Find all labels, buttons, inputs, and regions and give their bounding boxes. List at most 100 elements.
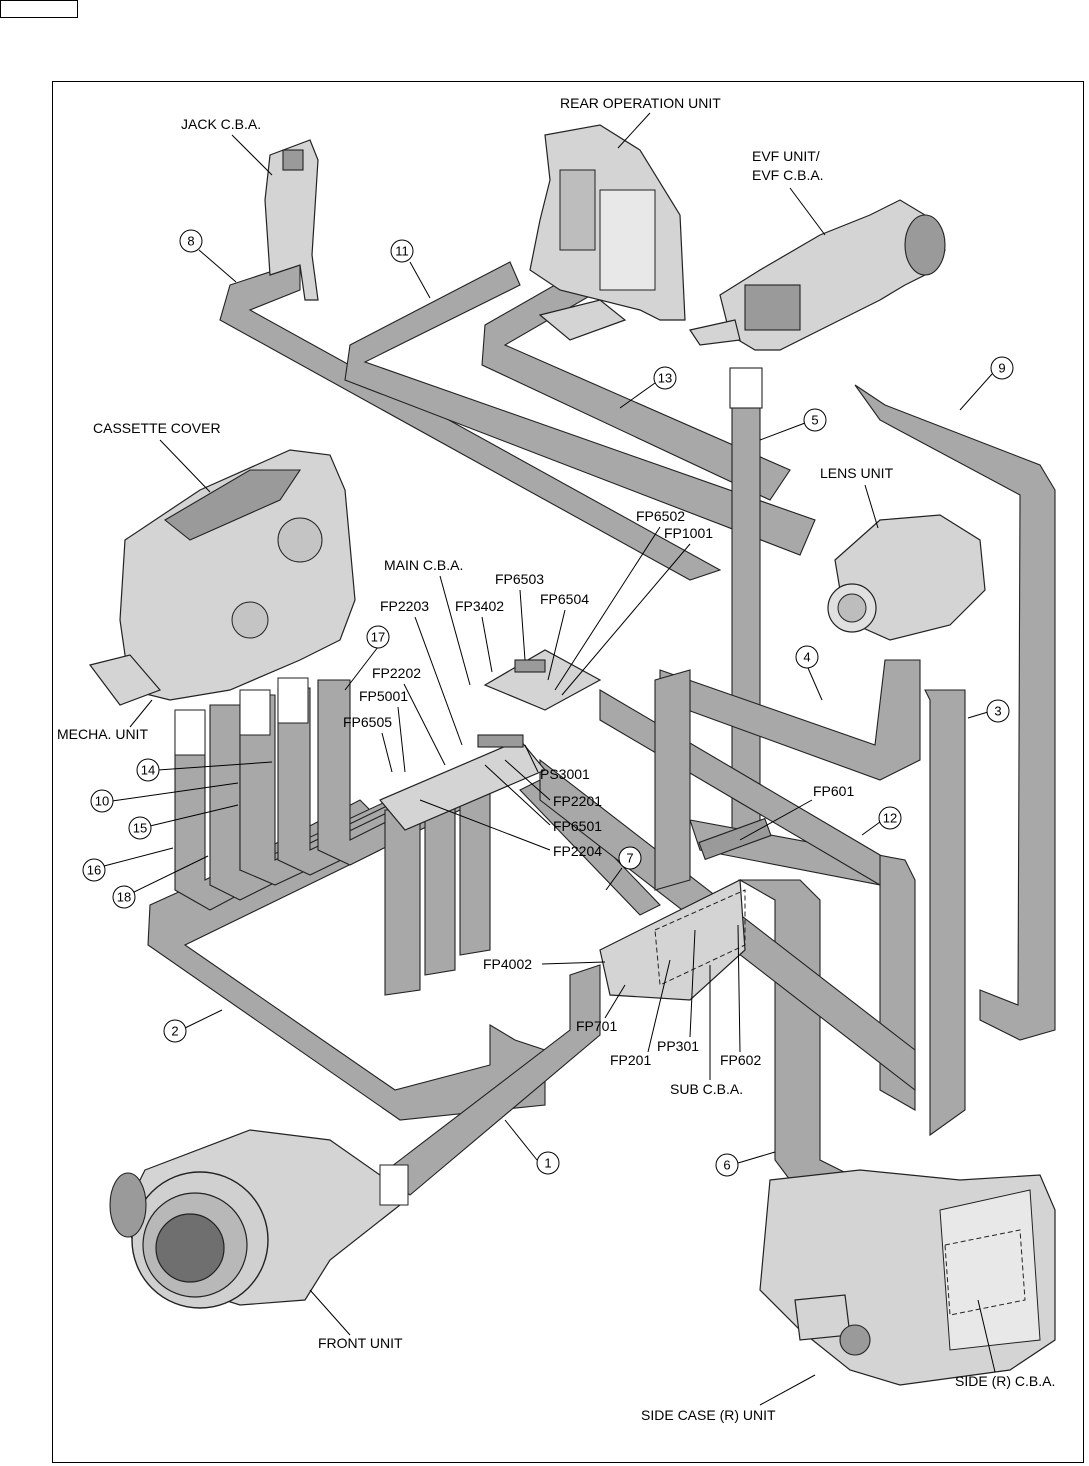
label-evf-unit-line1: EVF UNIT/ <box>752 148 820 164</box>
callout-13: 13 <box>619 366 677 409</box>
svg-text:2: 2 <box>171 1024 178 1039</box>
label-lens-unit: LENS UNIT <box>820 465 894 481</box>
cable-8 <box>219 261 722 581</box>
callout-14: 14 <box>136 758 273 782</box>
svg-text:9: 9 <box>998 361 1005 376</box>
label-side-r-cba: SIDE (R) C.B.A. <box>955 1373 1055 1389</box>
label-sub-cba: SUB C.B.A. <box>670 1081 743 1097</box>
evf-cba-board <box>744 284 801 331</box>
svg-text:13: 13 <box>658 371 672 386</box>
svg-text:16: 16 <box>87 863 101 878</box>
callout-5: 5 <box>759 408 827 441</box>
side-case-r-inner <box>939 1189 1041 1351</box>
side-case-part <box>839 1324 871 1356</box>
label-fp2201: FP2201 <box>553 793 602 809</box>
cable-13 <box>481 264 791 501</box>
label-fp4002: FP4002 <box>483 956 532 972</box>
label-fp6502: FP6502 <box>636 508 685 524</box>
cable-5-tab <box>729 367 763 409</box>
svg-text:10: 10 <box>95 794 109 809</box>
svg-text:12: 12 <box>883 811 897 826</box>
mecha-connector-16 <box>174 709 206 756</box>
jack-cba-shape <box>264 139 319 301</box>
evf-bracket <box>689 319 741 346</box>
svg-text:17: 17 <box>371 630 385 645</box>
callout-4: 4 <box>795 645 823 701</box>
callout-6: 6 <box>715 1151 776 1177</box>
label-ps3001: PS3001 <box>540 766 590 782</box>
callout-18: 18 <box>112 855 209 909</box>
callout-10: 10 <box>90 782 239 813</box>
label-fp6505: FP6505 <box>343 714 392 730</box>
main-cba-connector-ps3001 <box>477 734 524 748</box>
label-jack-cba: JACK C.B.A. <box>181 116 261 132</box>
mecha-connector-14 <box>239 689 271 736</box>
svg-text:8: 8 <box>187 234 194 249</box>
front-unit-hood <box>109 1172 147 1238</box>
label-mecha-unit: MECHA. UNIT <box>57 726 148 742</box>
label-fp6501: FP6501 <box>553 818 602 834</box>
svg-text:1: 1 <box>544 1156 551 1171</box>
cable-11 <box>344 261 816 556</box>
cable-5 <box>731 367 761 831</box>
svg-text:14: 14 <box>141 763 155 778</box>
callout-circles: 1 2 3 4 5 6 7 8 9 10 11 12 13 14 15 16 1… <box>82 229 1014 1177</box>
cable-lens-to-sub <box>654 669 691 891</box>
label-pp301: PP301 <box>657 1038 699 1054</box>
mecha-connector-17 <box>277 677 309 724</box>
cable-main-lower-c <box>459 789 491 956</box>
flex-cables <box>147 261 1056 1196</box>
label-fp2202: FP2202 <box>372 665 421 681</box>
fp601-connector <box>698 817 772 861</box>
diagram-frame <box>52 81 1084 1463</box>
sub-cba-dashed <box>654 889 746 986</box>
main-cba-connector-6503 <box>514 659 546 673</box>
label-cassette-cover: CASSETTE COVER <box>93 420 221 436</box>
svg-text:18: 18 <box>117 890 131 905</box>
main-cba-upper <box>483 649 602 711</box>
label-fp3402: FP3402 <box>455 598 504 614</box>
label-fp701: FP701 <box>576 1018 617 1034</box>
connector-labels: FP6502 FP1001 FP6503 FP6504 FP2203 FP340… <box>343 508 854 1068</box>
main-cba-board <box>379 739 546 831</box>
callout-7: 7 <box>605 846 642 891</box>
page-corner-tab <box>0 0 78 18</box>
callout-8: 8 <box>179 229 237 283</box>
cable-3 <box>924 689 966 1137</box>
callout-11: 11 <box>390 239 431 299</box>
label-fp1001: FP1001 <box>664 525 713 541</box>
front-unit-connector <box>379 1164 409 1206</box>
cable-4 <box>659 659 921 781</box>
label-fp6504: FP6504 <box>540 591 589 607</box>
label-fp2204: FP2204 <box>553 843 602 859</box>
lens-unit-glass-inner <box>837 593 867 623</box>
sub-cba-board <box>599 879 746 1001</box>
callout-17: 17 <box>344 625 390 691</box>
mecha-unit-shape <box>88 654 162 706</box>
cable-6 <box>737 879 861 1196</box>
svg-text:5: 5 <box>811 413 818 428</box>
callout-3: 3 <box>967 699 1010 723</box>
label-main-cba: MAIN C.B.A. <box>384 557 463 573</box>
callout-9: 9 <box>959 356 1014 411</box>
front-unit-lens-glass <box>155 1213 225 1283</box>
cassette-cover-top <box>164 469 302 541</box>
label-fp5001: FP5001 <box>359 688 408 704</box>
rear-op-screen <box>599 189 656 291</box>
svg-text:11: 11 <box>395 244 409 259</box>
label-rear-operation-unit: REAR OPERATION UNIT <box>560 95 721 111</box>
cable-main-lower-a <box>384 809 421 996</box>
label-evf-unit-line2: EVF C.B.A. <box>752 167 824 183</box>
label-fp6503: FP6503 <box>495 571 544 587</box>
callout-2: 2 <box>163 1009 223 1043</box>
svg-text:4: 4 <box>803 650 810 665</box>
svg-text:6: 6 <box>723 1158 730 1173</box>
label-fp602: FP602 <box>720 1052 761 1068</box>
label-fp601: FP601 <box>813 783 854 799</box>
label-fp201: FP201 <box>610 1052 651 1068</box>
svg-text:3: 3 <box>994 704 1001 719</box>
side-r-cba-board <box>944 1229 1026 1316</box>
mecha-reel-1 <box>277 517 323 563</box>
label-front-unit: FRONT UNIT <box>318 1335 403 1351</box>
